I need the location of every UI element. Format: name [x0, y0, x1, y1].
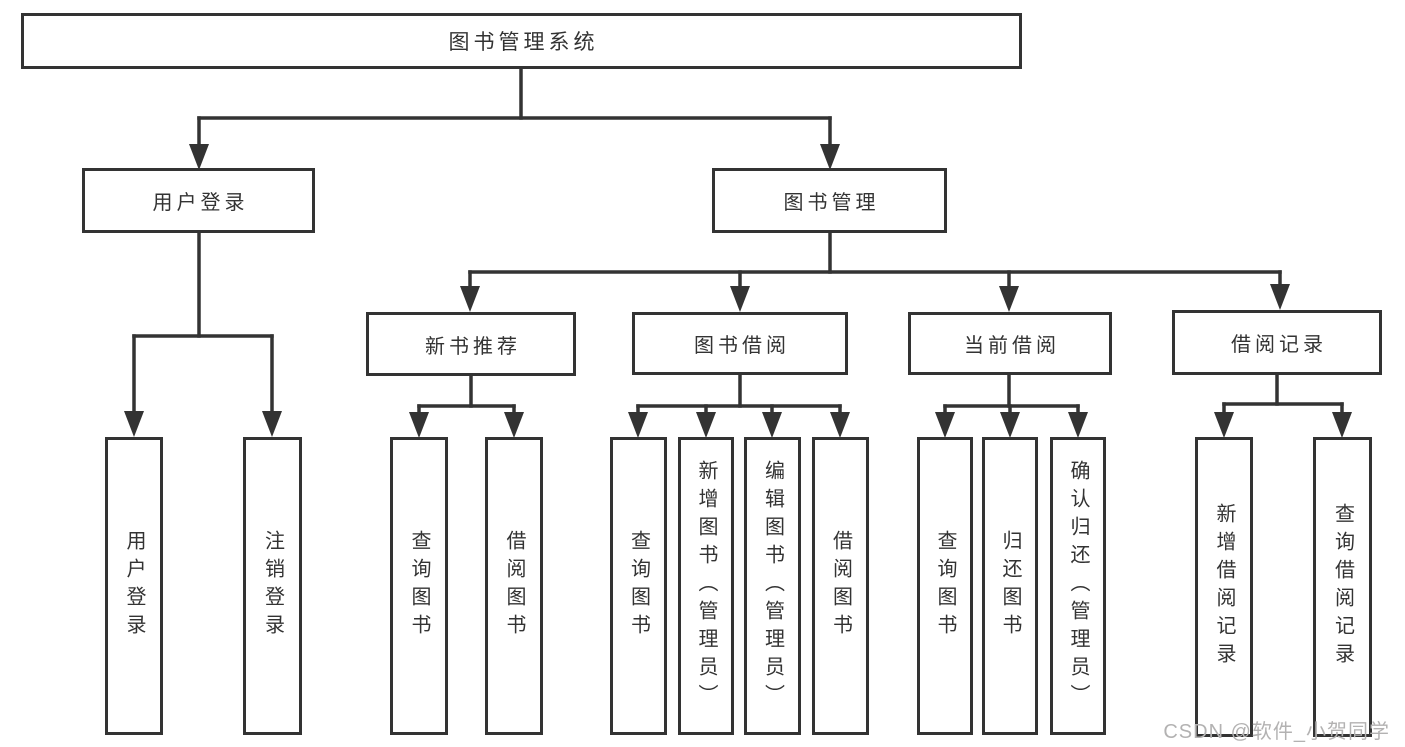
leaf-borrow-books-recommend: 借阅图书	[485, 437, 543, 735]
leaf-add-book-admin: 新增图书（管理员）	[678, 437, 734, 735]
leaf-add-borrow-record: 新增借阅记录	[1195, 437, 1253, 737]
leaf-logout: 注销登录	[243, 437, 302, 735]
leaf-borrow-books-borrow: 借阅图书	[812, 437, 869, 735]
leaf-confirm-return-admin-label: 确认归还（管理员）	[1067, 460, 1089, 712]
node-new-book-recommend: 新书推荐	[366, 312, 576, 376]
leaf-borrow-books-recommend-label: 借阅图书	[503, 530, 525, 642]
node-book-management: 图书管理	[712, 168, 947, 233]
node-book-management-label: 图书管理	[783, 192, 880, 214]
leaf-query-borrow-record: 查询借阅记录	[1313, 437, 1372, 737]
node-borrow-records: 借阅记录	[1172, 310, 1382, 375]
leaf-return-book-label: 归还图书	[999, 530, 1021, 642]
leaf-query-books-borrow-label: 查询图书	[627, 530, 650, 642]
leaf-confirm-return-admin: 确认归还（管理员）	[1050, 437, 1106, 735]
node-root-label: 图书管理系统	[448, 31, 599, 54]
node-current-borrow-label: 当前借阅	[964, 335, 1060, 357]
leaf-add-borrow-record-label: 新增借阅记录	[1213, 503, 1235, 671]
leaf-borrow-books-borrow-label: 借阅图书	[829, 530, 852, 642]
leaf-return-book: 归还图书	[982, 437, 1038, 735]
node-user-login-label: 用户登录	[152, 192, 249, 214]
leaf-user-login: 用户登录	[105, 437, 163, 735]
leaf-edit-book-admin: 编辑图书（管理员）	[744, 437, 801, 735]
leaf-query-books-recommend-label: 查询图书	[408, 530, 430, 642]
leaf-query-books-borrow: 查询图书	[610, 437, 667, 735]
leaf-query-books-recommend: 查询图书	[390, 437, 448, 735]
watermark: CSDN @软件_小贺同学	[1163, 721, 1390, 743]
leaf-query-books-current: 查询图书	[917, 437, 973, 735]
node-borrow-records-label: 借阅记录	[1231, 334, 1327, 356]
node-current-borrow: 当前借阅	[908, 312, 1112, 375]
node-book-borrow-label: 图书借阅	[694, 335, 790, 357]
node-root: 图书管理系统	[21, 13, 1022, 69]
leaf-query-borrow-record-label: 查询借阅记录	[1331, 503, 1354, 671]
leaf-query-books-current-label: 查询图书	[934, 530, 956, 642]
node-user-login: 用户登录	[82, 168, 315, 233]
leaf-edit-book-admin-label: 编辑图书（管理员）	[761, 460, 784, 712]
leaf-add-book-admin-label: 新增图书（管理员）	[695, 460, 717, 712]
node-book-borrow: 图书借阅	[632, 312, 848, 375]
leaf-logout-label: 注销登录	[261, 530, 284, 642]
node-new-book-recommend-label: 新书推荐	[425, 335, 521, 358]
leaf-user-login-label: 用户登录	[123, 530, 145, 642]
